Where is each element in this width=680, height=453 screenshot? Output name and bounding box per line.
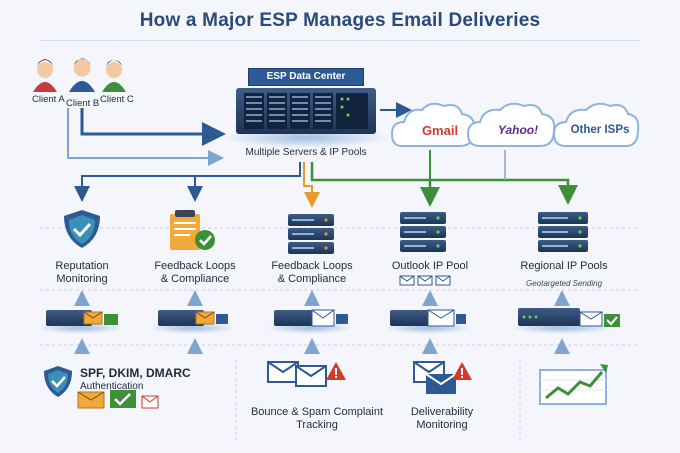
deliverability-label-line2: Monitoring — [416, 419, 468, 431]
other-isps-cloud-icon — [552, 102, 640, 147]
auth-shield-icon — [44, 366, 72, 397]
bounce-warning-icon — [267, 361, 346, 387]
data-center-caption: Multiple Servers & IP Pools — [245, 147, 367, 158]
gmail-label: Gmail — [421, 123, 459, 138]
mail-server-tile-5 — [510, 308, 620, 334]
mail-server-tile-2 — [148, 310, 236, 334]
shield-check-icon — [64, 210, 100, 248]
other-isps-label: Other ISPs — [570, 124, 630, 136]
col1-label-line2: Monitoring — [56, 273, 108, 285]
col4-label: Outlook IP Pool — [391, 260, 469, 272]
auth-envelopes-icon — [77, 390, 159, 409]
deliverability-label-line1: Deliverability — [410, 406, 474, 418]
growth-chart-icon — [539, 364, 608, 405]
auth-title: SPF, DKIM, DMARC — [80, 366, 191, 380]
regional-server-stack-icon — [538, 212, 588, 252]
outlook-server-stack-icon — [400, 212, 446, 252]
client-a-label: Client A — [32, 94, 65, 105]
client-a-avatar-icon — [33, 59, 57, 92]
col2-label-line2: & Compliance — [160, 273, 230, 285]
col2-label-line1: Feedback Loops — [154, 260, 236, 272]
mail-server-tile-4 — [384, 309, 472, 334]
data-center-header: ESP Data Center — [248, 68, 364, 86]
title-divider — [40, 40, 640, 41]
mail-server-tile-3 — [266, 309, 354, 334]
auth-subtitle: Authentication — [80, 381, 144, 392]
clipboard-check-icon — [170, 210, 215, 250]
mail-server-tile-1 — [36, 310, 124, 334]
bounce-label: Bounce & Spam Complaint Tracking — [246, 406, 388, 432]
client-b-avatar-icon — [69, 58, 95, 92]
page-title: How a Major ESP Manages Email Deliveries — [139, 10, 541, 31]
bounce-label-line1: Bounce & Spam Complaint — [250, 406, 384, 418]
outlook-envelopes-icon — [399, 275, 451, 286]
col3-label: Feedback Loops & Compliance — [256, 260, 368, 286]
col3-label-line2: & Compliance — [277, 273, 347, 285]
bounce-label-line2: Tracking — [296, 419, 338, 431]
client-c-label: Client C — [100, 94, 134, 105]
yahoo-label: Yahoo! — [497, 123, 539, 137]
data-center-server-icon — [224, 88, 388, 148]
server-stack-icon — [288, 214, 334, 254]
col1-label-line1: Reputation — [55, 260, 109, 272]
client-b-label: Client B — [66, 98, 100, 109]
col5-sublabel: Geotargeted Sending — [525, 279, 603, 288]
col2-label: Feedback Loops & Compliance — [140, 260, 250, 286]
col3-label-line1: Feedback Loops — [271, 260, 353, 272]
deliverability-warning-icon — [413, 361, 472, 394]
col1-label: Reputation Monitoring — [30, 260, 134, 286]
col5-label: Regional IP Pools — [520, 260, 608, 272]
client-c-avatar-icon — [102, 60, 126, 92]
deliverability-label: Deliverability Monitoring — [390, 406, 494, 432]
